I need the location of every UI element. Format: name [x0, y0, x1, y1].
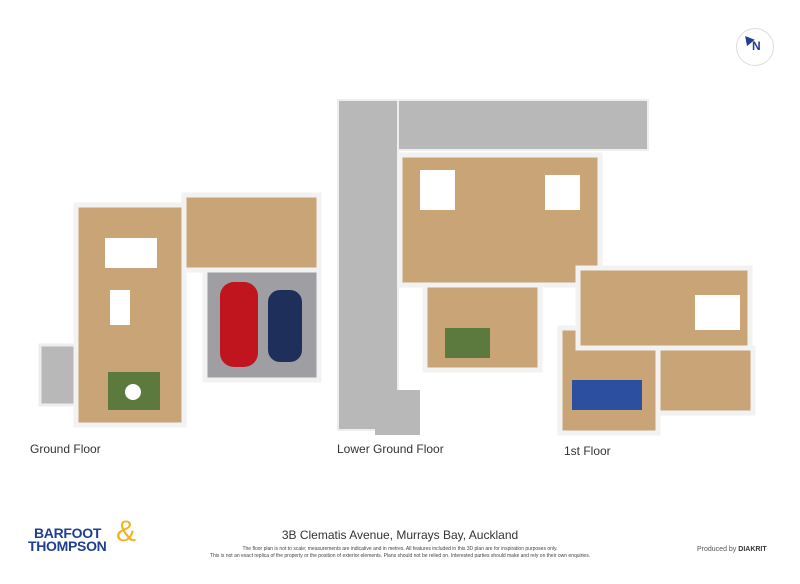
red-car [220, 282, 258, 367]
terrace-side [337, 99, 399, 431]
lower-ground-floor-plan [337, 99, 649, 435]
disclaimer-line-1: The floor plan is not to scale; measurem… [242, 546, 558, 552]
logo-line-2: THOMPSON [28, 538, 107, 554]
first-floor-plan [557, 265, 756, 436]
barfoot-thompson-logo: BARFOOT THOMPSON & [28, 517, 136, 554]
coffee-table [125, 384, 141, 400]
rug-lower [445, 328, 490, 358]
compass-label: N [752, 39, 761, 53]
disclaimer-line-2: This is not an exact replica of the prop… [209, 553, 591, 559]
bed-1 [420, 170, 455, 210]
bedroom-wing [181, 192, 322, 273]
north-compass: N [736, 28, 774, 66]
ground-floor-label: Ground Floor [30, 442, 101, 456]
rug-first [572, 380, 642, 410]
producer-name: DIAKRIT [738, 546, 767, 553]
logo-line-1: BARFOOT [34, 525, 102, 541]
bed-2 [545, 175, 580, 210]
ground-floor-plan [38, 192, 322, 428]
kitchen-island [105, 238, 157, 268]
first-floor-label: 1st Floor [564, 444, 611, 458]
wardrobe-bath [655, 345, 756, 416]
produced-by-text: Produced by [697, 546, 737, 553]
disclaimer: The floor plan is not to scale; measurem… [0, 546, 800, 560]
property-address: 3B Clematis Avenue, Murrays Bay, Aucklan… [281, 528, 519, 542]
producer-credit: Produced by DIAKRIT [697, 546, 767, 553]
terrace-step [375, 390, 420, 435]
lower-ground-floor-label: Lower Ground Floor [337, 442, 444, 456]
master-bed [695, 295, 740, 330]
dining-table [110, 290, 130, 325]
blue-car [268, 290, 302, 362]
